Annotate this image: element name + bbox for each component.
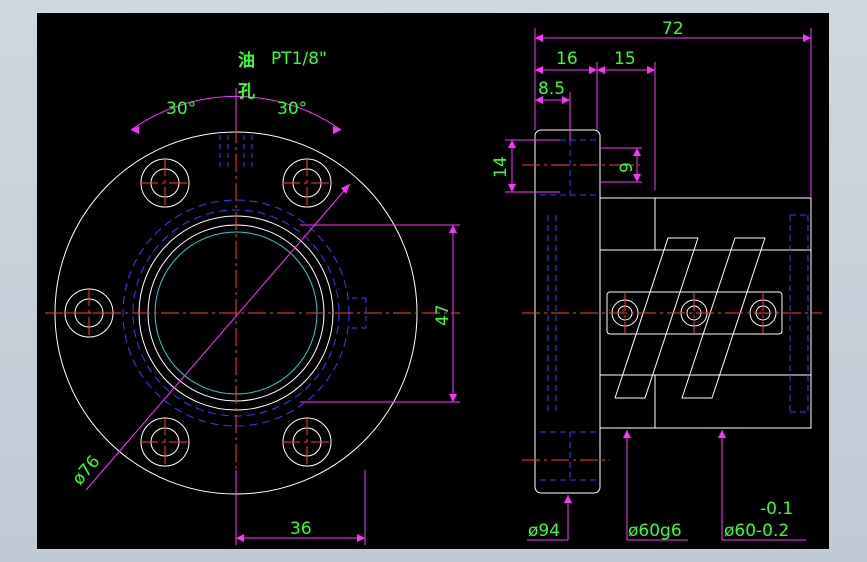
dim-8-5-label: 8.5 xyxy=(538,79,565,99)
total-length-72-label: 72 xyxy=(662,19,684,39)
arrow-14-bottom xyxy=(508,184,516,192)
side-dimensions xyxy=(505,28,812,541)
cad-drawing-canvas[interactable]: 油 孔 PT1/8" 30° 30° ø76 47 36 xyxy=(37,13,829,549)
side-view xyxy=(522,129,822,494)
arrow-72-left xyxy=(535,34,543,42)
nut-body-rect xyxy=(599,197,812,429)
oil-hole-label-2: 孔 xyxy=(238,82,255,102)
dim-9-label: 9 xyxy=(617,162,637,173)
dim-16-label: 16 xyxy=(556,49,578,69)
arrow-60g6 xyxy=(623,430,631,438)
arrow-47-top xyxy=(449,225,457,233)
arrow-9-bottom xyxy=(633,174,641,182)
arrow-47-bottom xyxy=(449,394,457,402)
arrow-36-left xyxy=(236,534,244,542)
diameter-leader xyxy=(85,183,351,491)
front-view xyxy=(45,125,460,505)
side-centerlines xyxy=(522,164,822,461)
arrow-94 xyxy=(564,495,572,503)
arrow-16-right xyxy=(589,66,597,74)
front-centerlines xyxy=(45,125,460,505)
oil-hole-hidden-lines xyxy=(219,135,367,329)
arrow-15-right xyxy=(647,66,655,74)
arrow-8-5-right xyxy=(562,96,570,104)
nut-diameter-label: ø60-0.2 xyxy=(724,521,789,541)
arrow-60 xyxy=(718,430,726,438)
arrow-8-5-left xyxy=(535,96,543,104)
arrow-angle-right xyxy=(333,126,341,134)
front-labels: 油 孔 PT1/8" 30° 30° ø76 47 36 xyxy=(69,49,453,539)
flange-diameter-label: ø94 xyxy=(528,521,560,541)
angle-left-label: 30° xyxy=(166,99,196,119)
height-47-label: 47 xyxy=(433,304,453,326)
side-labels: 72 16 15 8.5 14 9 ø94 ø60g6 ø60-0.2 -0.1 xyxy=(491,19,793,541)
bolt-circle-diameter-label: ø76 xyxy=(69,452,105,489)
arrow-15-left xyxy=(597,66,605,74)
arrow-14-top xyxy=(508,140,516,148)
side-arrowheads xyxy=(508,34,811,503)
arrow-angle-left xyxy=(131,126,139,134)
body-diameter-label: ø60g6 xyxy=(628,521,682,541)
return-tube-right xyxy=(681,237,766,399)
front-dimensions xyxy=(85,88,460,545)
side-hidden-lines xyxy=(540,139,809,481)
oil-hole-label-1: 油 xyxy=(238,50,255,71)
arrow-diameter xyxy=(341,184,350,194)
flange-side-rect xyxy=(534,129,601,494)
return-tube-plate xyxy=(606,291,783,335)
dim-15-label: 15 xyxy=(614,49,636,69)
drawing-svg: 油 孔 PT1/8" 30° 30° ø76 47 36 xyxy=(45,19,822,545)
arrow-9-top xyxy=(633,148,641,156)
front-arrowheads xyxy=(131,126,457,542)
dim-14-label: 14 xyxy=(491,156,511,178)
arrow-72-right xyxy=(803,34,811,42)
arrow-36-right xyxy=(357,534,365,542)
angle-right-label: 30° xyxy=(277,99,307,119)
thread-spec-label: PT1/8" xyxy=(271,49,327,69)
arrow-16-left xyxy=(535,66,543,74)
tolerance-upper-label: -0.1 xyxy=(760,499,793,519)
width-36-label: 36 xyxy=(290,519,312,539)
return-tube-left xyxy=(614,237,699,399)
